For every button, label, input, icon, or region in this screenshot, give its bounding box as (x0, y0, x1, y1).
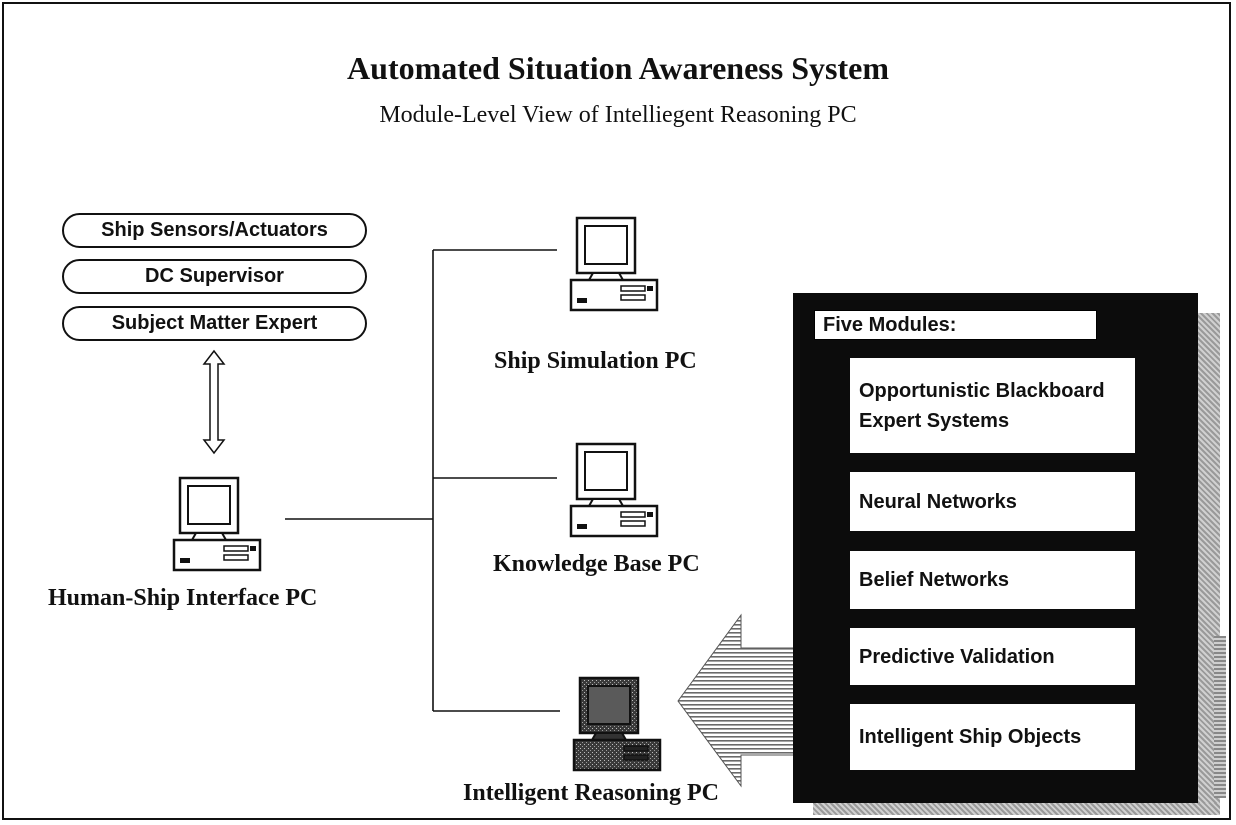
data-flow-arrow (677, 613, 813, 788)
modules-header: Five Modules: (814, 310, 1097, 340)
network-lines (285, 249, 560, 712)
role-ship-sensors: Ship Sensors/Actuators (62, 213, 367, 248)
diagram-subtitle: Module-Level View of Intelliegent Reason… (379, 102, 857, 128)
module-label: Opportunistic Blackboard Expert Systems (859, 379, 1105, 432)
human-ship-pc-icon (172, 476, 262, 572)
module-label: Neural Networks (859, 490, 1017, 513)
module-label: Belief Networks (859, 569, 1010, 591)
double-arrow (202, 349, 226, 455)
role-subject-matter-expert: Subject Matter Expert (62, 306, 367, 341)
knowledge-base-pc-icon (569, 442, 659, 538)
role-dc-supervisor: DC Supervisor (62, 259, 367, 294)
module-label: Predictive Validation (859, 645, 1055, 668)
label-knowledge-base-pc: Knowledge Base PC (493, 551, 700, 577)
module-neural-networks: Neural Networks (850, 472, 1135, 531)
ship-simulation-pc-icon (569, 216, 659, 312)
panel-shadow-bottom (813, 803, 1220, 815)
module-label: Intelligent Ship Objects (859, 726, 1082, 748)
intelligent-reasoning-pc-icon (572, 676, 662, 772)
module-belief-networks: Belief Networks (850, 551, 1135, 609)
label-ship-simulation-pc: Ship Simulation PC (494, 348, 697, 374)
module-predictive-validation: Predictive Validation (850, 628, 1135, 685)
module-intelligent-ship-objects: Intelligent Ship Objects (850, 704, 1135, 770)
label-human-ship-pc: Human-Ship Interface PC (48, 585, 318, 611)
panel-edge-tab (1214, 636, 1226, 798)
label-intelligent-reasoning-pc: Intelligent Reasoning PC (463, 780, 720, 806)
diagram-title: Automated Situation Awareness System (347, 50, 889, 86)
module-opportunistic-blackboard: Opportunistic Blackboard Expert Systems (850, 358, 1135, 453)
